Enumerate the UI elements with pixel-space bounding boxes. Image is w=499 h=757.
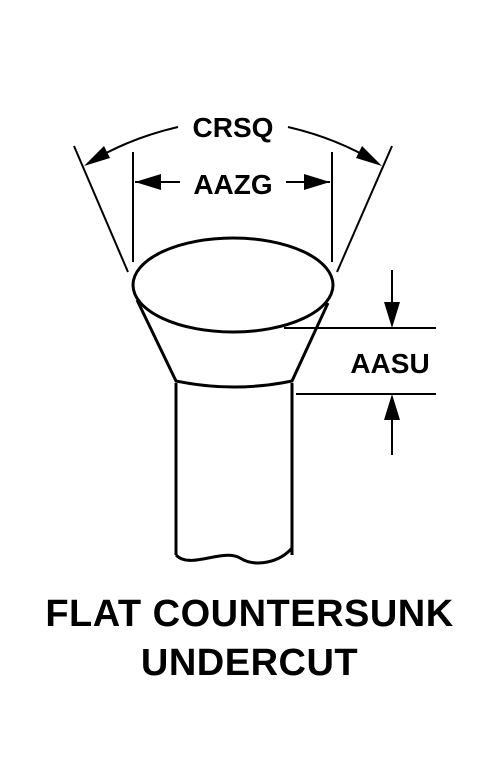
label-aazg: AAZG <box>193 169 272 200</box>
crsq-arrow-right <box>356 146 382 166</box>
label-aasu: AASU <box>350 348 429 379</box>
angle-extension-right <box>336 145 393 273</box>
angle-extension-left <box>73 145 129 273</box>
head-top-ellipse <box>131 236 335 334</box>
aazg-arrow-right <box>304 174 330 190</box>
aasu-arrow-down <box>384 302 400 328</box>
shank-break-line <box>174 546 294 565</box>
crsq-arrow-left <box>84 146 110 166</box>
diagram-title-line-2: UNDERCUT <box>140 642 359 684</box>
diagram-title-line-1: FLAT COUNTERSUNK <box>45 593 454 635</box>
aasu-arrow-up <box>384 394 400 420</box>
label-crsq: CRSQ <box>193 112 274 143</box>
screw-shank <box>174 383 294 555</box>
aazg-arrow-left <box>135 174 161 190</box>
